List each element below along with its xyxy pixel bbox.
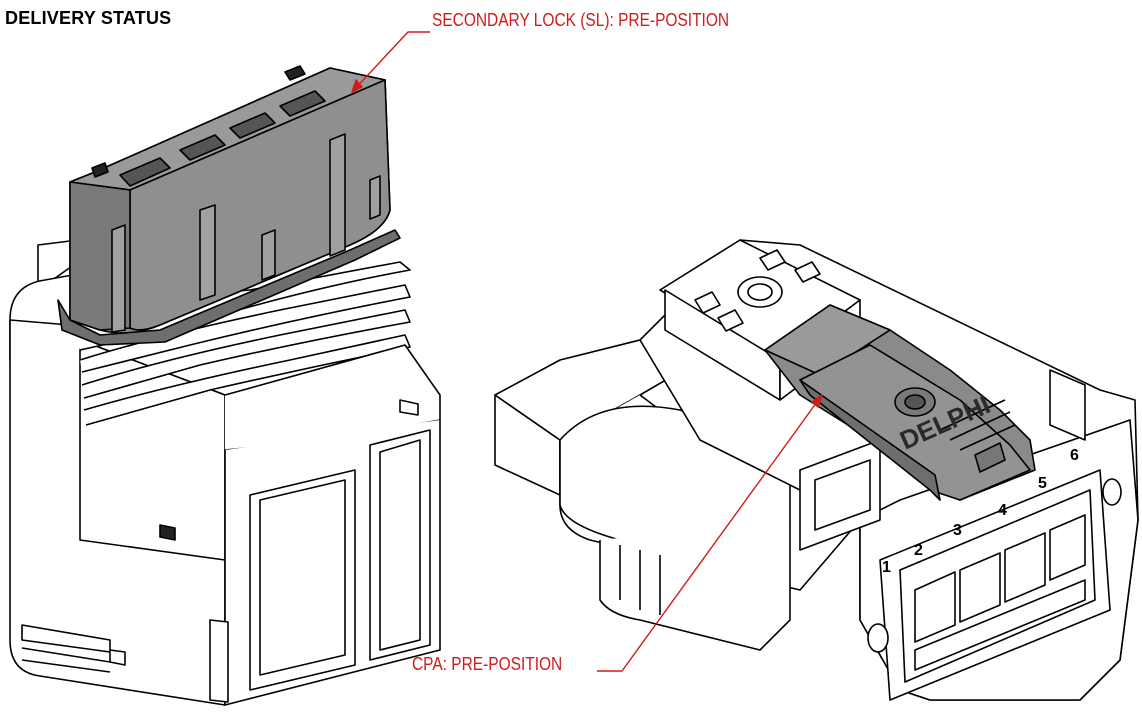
cpa-callout-label: CPA: PRE-POSITION [412,654,563,674]
secondary-lock-callout-label: SECONDARY LOCK (SL): PRE-POSITION [432,10,730,30]
cavity-number-2: 2 [914,542,923,559]
cavity-number-6: 6 [1070,447,1079,464]
cavity-number-3: 3 [953,522,962,539]
left-secondary-lock [57,65,401,346]
diagram-title: DELIVERY STATUS [5,8,172,28]
sl-leader-line [351,31,430,93]
right-connector-housing [494,239,1139,701]
cpa-arrowhead [811,394,823,408]
right-cpa [764,304,1036,501]
cavity-number-4: 4 [998,502,1007,519]
cpa-leader-line [597,394,823,672]
cavity-numbers: 1 2 3 4 5 6 [882,447,1079,576]
cavity-number-5: 5 [1038,475,1047,492]
cavity-number-1: 1 [882,559,891,576]
callout-leaders [351,31,823,672]
sl-arrowhead [351,79,363,93]
